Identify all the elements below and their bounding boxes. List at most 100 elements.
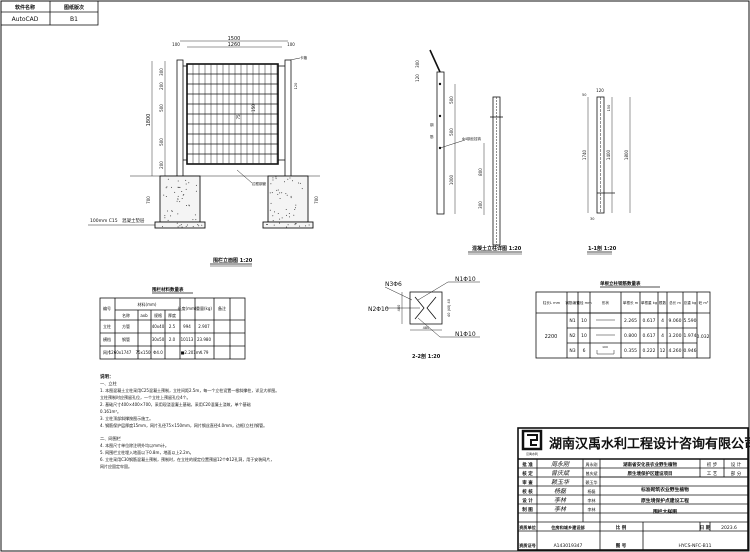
name-label: 赖玉华	[586, 479, 598, 485]
hdr-thick: 厚度	[168, 312, 176, 318]
hatch-dot	[194, 214, 196, 216]
rebar-cell: 2.265	[624, 318, 637, 324]
dim-700-right: 700	[314, 196, 319, 204]
rebar-header: 直径 mm	[576, 300, 592, 305]
hatch-dot	[171, 186, 173, 188]
rebar-cell: 9.060	[669, 318, 682, 324]
info-software-value: AutoCAD	[12, 16, 39, 23]
cushion-label: 100mm C15	[90, 218, 118, 224]
sec1-dim-150: 150	[607, 105, 611, 112]
hatch-dot	[289, 177, 291, 179]
hatch-dot	[276, 189, 278, 191]
rebar-cell: 12	[660, 348, 666, 354]
hatch-dot	[295, 223, 297, 225]
hatch-dot	[279, 218, 281, 220]
signature: 杨磊	[554, 487, 567, 495]
role-label: 校 核	[522, 488, 533, 495]
hatch-dot	[201, 224, 203, 226]
hatch-dot	[167, 210, 169, 212]
hatch-dot	[164, 217, 166, 219]
post-detail-title: 混凝土立柱详图 1:20	[472, 245, 522, 252]
n3-shape	[596, 350, 615, 355]
hatch-dot	[177, 180, 179, 182]
rebar-cell: 0.946	[684, 348, 697, 354]
hatch-dot	[170, 215, 172, 217]
hatch-dot	[266, 224, 268, 226]
post-dim-500a: 500	[449, 96, 454, 104]
dim-100-left: 100	[172, 42, 180, 47]
sec2-height: 480	[397, 305, 401, 312]
hatch-dot	[177, 226, 179, 228]
rebar-header: 总长 m	[669, 300, 681, 305]
hatch-dot	[162, 226, 164, 228]
rebar-cell: 0.617	[643, 333, 656, 339]
sec2-side: 40 |40| 40	[447, 299, 451, 317]
drawing-title-line: 围栏大样图	[653, 508, 677, 515]
hatch-dot	[176, 222, 178, 224]
qual-unit-value: 住房和城乡建设部	[551, 524, 585, 531]
clamp-label: 卡箍	[300, 55, 308, 60]
rebar-header: 钢筋编号	[565, 300, 580, 305]
dim-1260: 1260	[228, 42, 241, 48]
sec1-dim-50: 50	[582, 93, 586, 97]
hatch-dot	[294, 223, 296, 225]
hatch-dot	[279, 197, 281, 199]
name-label: 杨磊	[588, 488, 596, 494]
hatch-dot	[287, 178, 289, 180]
hatch-dot	[281, 192, 283, 194]
cert-label: 资质证号	[519, 542, 536, 549]
hatch-dot	[285, 226, 287, 228]
hatch-dot	[270, 202, 272, 204]
material-cell: 30x50	[152, 337, 165, 342]
hatch-dot	[165, 196, 167, 198]
hatch-dot	[277, 213, 279, 215]
hatch-dot	[192, 226, 194, 228]
company-logo-mark	[527, 434, 538, 446]
title-block: 汉禹水利湖南汉禹水利工程设计咨询有限公司批 准周永刚周永刚核 定曾庆斌曾庆斌审 …	[517, 427, 750, 551]
mesh-panel	[183, 63, 285, 165]
rebar-header: 形状	[602, 300, 610, 305]
hdr-axb: axb	[140, 313, 148, 318]
section-1-title: 1-1剖 1:20	[588, 245, 617, 252]
rebar-header: 砼 m³	[699, 300, 709, 305]
post-length: 2200	[545, 334, 558, 340]
drawing-no-value: HYCS-NFC-B11	[679, 543, 712, 549]
notes-title: 说明：	[100, 373, 114, 380]
note-line: 网片应固定牢固。	[100, 463, 132, 469]
rebar-cell: 10	[581, 333, 587, 339]
hatch-dot	[286, 194, 288, 196]
material-cell: 10113	[181, 337, 194, 342]
right-foundation	[267, 175, 309, 223]
post-dim-1000: 1000	[449, 174, 454, 185]
hatch-dot	[178, 186, 180, 188]
rebar-cell: 1.974	[684, 333, 697, 339]
name-label: 李林	[588, 506, 596, 512]
table-frame	[99, 297, 246, 360]
dim-700-left: 700	[146, 196, 151, 204]
top-brace	[429, 49, 441, 73]
hatch-dot	[179, 225, 181, 227]
hatch-dot	[186, 204, 188, 206]
hdr-no: 编号	[103, 305, 111, 311]
rebar-cell: 6	[583, 348, 586, 354]
role-label: 核 定	[522, 470, 533, 477]
dim-100-right: 100	[287, 42, 295, 47]
dim-200a: 200	[159, 82, 164, 90]
hatch-dot	[288, 216, 290, 218]
hatch-dot	[277, 189, 279, 191]
n1-top-label: N1Φ10	[455, 276, 476, 283]
hatch-dot	[294, 224, 296, 226]
rebar-header: 总重 kg	[684, 300, 697, 305]
material-cell: 2.0	[169, 337, 176, 342]
dim-300: 300	[159, 68, 164, 76]
hatch-dot	[279, 192, 281, 194]
hatch-dot	[192, 219, 194, 221]
hdr-name: 名称	[122, 312, 130, 318]
role-label: 审 查	[522, 479, 533, 486]
name-label: 李林	[588, 497, 596, 503]
post-dim-800: 800	[478, 168, 483, 176]
info-table: 软件名称 图纸版次 AutoCAD B1	[0, 0, 99, 40]
hatch-dot	[198, 225, 200, 227]
